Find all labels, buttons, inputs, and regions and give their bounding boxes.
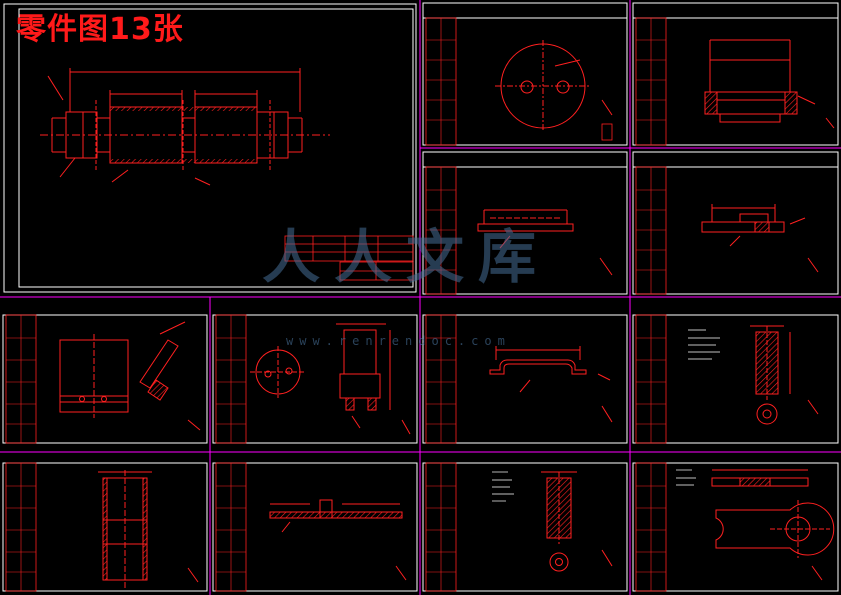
sheet-u-bracket[interactable] xyxy=(422,314,628,444)
sheet-plate-side-view[interactable] xyxy=(422,151,628,295)
sheet-bushing[interactable] xyxy=(422,462,628,592)
sheet-disc-with-holes[interactable] xyxy=(422,2,628,146)
sheet-bracket-section[interactable] xyxy=(632,2,839,146)
sheet-tube-body[interactable] xyxy=(2,462,208,592)
page-title: 零件图13张 xyxy=(16,12,184,47)
sheet-lever-arm[interactable] xyxy=(632,462,839,592)
sheet-shaft-pin[interactable] xyxy=(632,314,839,444)
sheet-flange-and-body[interactable] xyxy=(212,314,418,444)
sheet-clamp-assembly[interactable] xyxy=(632,151,839,295)
sheet-long-bar[interactable] xyxy=(212,462,418,592)
main-assembly-sheet[interactable] xyxy=(3,3,417,293)
sheet-rectangular-plate[interactable] xyxy=(2,314,208,444)
roller-shaft-drawing xyxy=(40,68,330,186)
main-title-block xyxy=(284,235,414,281)
